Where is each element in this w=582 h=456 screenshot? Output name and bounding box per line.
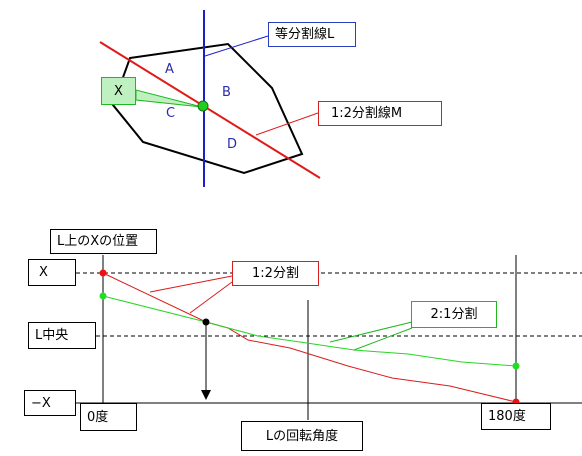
region-label-c: C [166, 106, 176, 121]
y-label-middle: L中央 [28, 322, 96, 349]
callout-leader-one-two-b [189, 281, 233, 314]
callout-leader-two-one-b [353, 327, 413, 351]
polygon-shape [111, 42, 304, 175]
callout-leader-L [204, 35, 269, 57]
callout-leader-two-one-a [329, 321, 413, 343]
graph-title: L上のXの位置 [50, 229, 157, 254]
x-label-start: 0度 [80, 403, 137, 431]
point-x-callout: X [101, 77, 136, 105]
point-x-marker [197, 100, 209, 112]
region-label-b: B [222, 85, 231, 100]
series-two-one-curve [102, 295, 517, 367]
region-label-a: A [165, 62, 174, 77]
callout-leader-M [255, 112, 319, 136]
ratio-split-line-callout: 1:2分割線M [318, 101, 442, 126]
equal-split-line-callout: 等分割線L [268, 22, 356, 47]
x-label-end: 180度 [481, 403, 551, 430]
series-one-two-curve [102, 272, 517, 403]
series-one-two-start-point [99, 269, 107, 277]
series-two-one-end-point [512, 362, 520, 370]
callout-leader-one-two-a [149, 275, 233, 293]
ratio-split-line-M [99, 41, 321, 179]
y-label-bottom: −X [24, 390, 76, 416]
series-two-one-start-point [99, 292, 107, 300]
region-label-d: D [227, 137, 238, 152]
series-two-one-label: 2:1分割 [411, 301, 497, 328]
series-one-two-label: 1:2分割 [232, 261, 319, 286]
x-axis-title: Lの回転角度 [241, 421, 363, 451]
callout-leader-X [135, 89, 203, 108]
crossing-drop-arrowhead [201, 390, 211, 400]
y-label-top: X [28, 259, 76, 286]
